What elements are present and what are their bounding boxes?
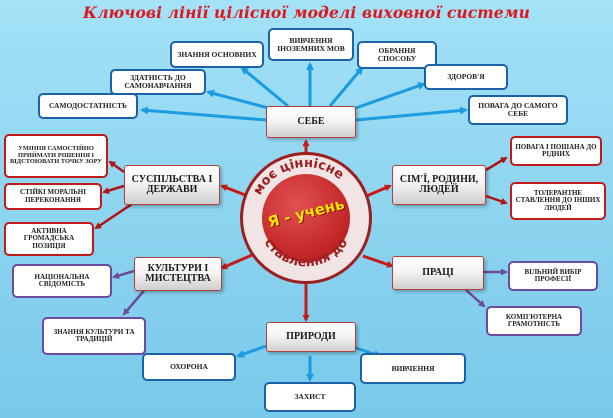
suspilstva-arrows [94,160,133,230]
arrow-center-kultury [220,253,253,270]
suspilstva-item-moralni: СТІЙКІ МОРАЛЬНІ ПЕРЕКОНАННЯ [4,183,102,210]
center-arc-top: моє ціннісне [251,156,347,198]
sebe-item-obrannia: ОБРАННЯ СПОСОБУ [357,41,437,69]
node-simi: СІМ'Ї, РОДИНИ, ЛЮДЕЙ [392,165,486,205]
kultury-item-tradytsii: ЗНАННЯ КУЛЬТУРИ ТА ТРАДИЦІЙ [42,317,146,355]
pryrody-item-vyvchennia: ВИВЧЕННЯ [360,353,466,384]
node-kultury: КУЛЬТУРИ І МИСТЕЦТВА [134,257,222,291]
center-arc-bottom: ставлення до [261,236,351,271]
pryrody-item-okhorona: ОХОРОНА [142,353,236,381]
svg-text:моє ціннісне: моє ціннісне [251,156,347,198]
node-sebe: СЕБЕ [266,106,356,138]
pryrody-item-zakhyst: ЗАХИСТ [264,382,356,412]
arrow-center-pratsi [362,254,394,268]
suspilstva-item-rishennia: УМІННЯ САМОСТІЙНО ПРИЙМАТИ РІШЕННЯ І ВІД… [4,134,108,178]
pratsi-arrows [465,268,508,308]
svg-text:ставлення до: ставлення до [261,236,351,271]
simi-item-tolerantne: ТОЛЕРАНТНЕ СТАВЛЕННЯ ДО ІНШИХ ЛЮДЕЙ [510,182,606,220]
suspilstva-item-pozytsiia: АКТИВНА ГРОМАДСЬКА ПОЗИЦІЯ [4,222,94,256]
sebe-item-samodostatnist: САМОДОСТАТНІСТЬ [38,93,138,119]
node-pratsi: ПРАЦІ [392,256,484,290]
pratsi-item-hramotnist: КОМП'ЮТЕРНА ГРАМОТНІСТЬ [486,306,582,336]
sebe-arrows [140,62,468,122]
node-suspilstva: СУСПІЛЬСТВА І ДЕРЖАВИ [124,165,220,205]
sebe-item-vyvchennia-mov: ВИВЧЕННЯ ІНОЗЕМНИХ МОВ [268,28,354,61]
center-inner-circle [262,174,350,262]
sebe-item-znannia: ЗНАННЯ ОСНОВНИХ [170,41,264,68]
simi-arrows [485,156,508,205]
sebe-item-povaga: ПОВАГА ДО САМОГО СЕБЕ [468,95,568,125]
pratsi-item-vybir: ВІЛЬНИЙ ВИБІР ПРОФЕСІЇ [508,261,598,291]
sebe-item-zdorovia: ЗДОРОВ'Я [424,64,508,90]
simi-item-povaga-ridnykh: ПОВАГА І ПОШАНА ДО РІДНИХ [510,136,602,166]
diagram-title: Ключові лінії цілісної моделі виховної с… [83,3,530,22]
center-arc-text: моє ціннісне ставлення до [251,156,352,271]
sebe-item-zdatnist: ЗДАТНІСТЬ ДО САМОНАВЧАННЯ [110,69,206,95]
node-pryrody: ПРИРОДИ [266,322,356,352]
kultury-item-svidomist: НАЦІОНАЛЬНА СВІДОМІСТЬ [12,264,112,298]
